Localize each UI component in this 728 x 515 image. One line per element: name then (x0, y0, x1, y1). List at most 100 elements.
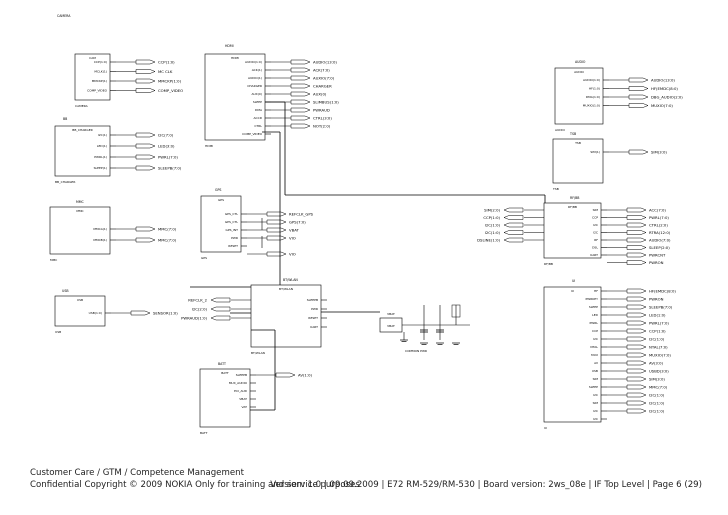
net-flag (135, 237, 156, 243)
block-box (54, 125, 111, 177)
net-label: DSLINE(1:0) (477, 238, 500, 243)
block-b6 (49, 206, 111, 255)
block-ref: UI (544, 426, 547, 430)
net-flag (628, 77, 649, 83)
block-box (543, 202, 602, 259)
pin-label: CCP(1:0) (94, 60, 107, 64)
block-title: BT/WLAN (283, 278, 298, 282)
net-label: REFCLK_2 (188, 298, 207, 303)
net-flag (135, 154, 156, 160)
pin-label: UART (310, 325, 318, 329)
net-label: SLIMBUS(1:0) (313, 100, 339, 105)
net-label: SLEEPB(7:0) (158, 166, 182, 171)
block-subtitle: RF/BB (568, 205, 577, 209)
pin-label: AUDIO(1:0) (583, 78, 600, 82)
block-b12 (543, 286, 602, 423)
block-box (49, 206, 111, 255)
net-label: SIM(2:0) (484, 208, 500, 213)
net-label: CTRL(3:0) (313, 116, 332, 121)
net-flag (135, 69, 156, 74)
net-label: I2C(1:0) (649, 337, 665, 342)
pin-label: PWRL(1) (94, 155, 107, 159)
net-flag (626, 252, 647, 258)
block-title: MMC (76, 200, 85, 204)
block-title: UI (572, 279, 575, 283)
net-label: CCP(1:0) (158, 60, 175, 65)
net-flag (626, 207, 647, 213)
net-label: DBG_AUDIO(2:0) (651, 95, 683, 100)
net-flag (290, 115, 311, 121)
net-flag (135, 59, 156, 65)
net-flag (290, 59, 311, 65)
pin-label: VBAT (239, 397, 247, 401)
net-flag (626, 304, 647, 310)
pin-label: RF (594, 238, 598, 242)
pin-label: MMCB(1) (93, 238, 107, 242)
net-label: PWRCNT (649, 253, 666, 258)
pin-label: GPS_INT (226, 228, 239, 232)
pin-label: CHARGER (247, 84, 262, 88)
net-label: VIO (289, 252, 296, 257)
block-box (250, 284, 322, 348)
net-label: MMC(7:0) (158, 227, 177, 232)
pin-label: ECI_AUD (234, 389, 248, 393)
net-label: SIM(3:0) (649, 377, 665, 382)
pin-label: VAT (241, 405, 247, 409)
block-title: BATT (218, 362, 226, 366)
net-label: MMC(7:0) (158, 238, 177, 243)
block-box (204, 53, 266, 141)
net-flag (135, 132, 156, 138)
pin-label: LED(1) (97, 144, 107, 148)
pin-label: I2C (593, 417, 598, 421)
block-subtitle: USB (77, 298, 83, 302)
pin-label: DMA (255, 108, 263, 112)
net-flag (626, 360, 647, 366)
pin-label: ACCD (254, 116, 263, 120)
pin-label: AV (594, 361, 599, 365)
pin-label: CCP (592, 216, 598, 220)
net-label: I2C(1:0) (485, 223, 501, 228)
net-label: PWRAUD(1:0) (181, 316, 207, 321)
net-flag (628, 94, 649, 100)
footer-line1: Customer Care / GTM / Competence Managem… (30, 468, 244, 478)
net-label: PWRON (649, 260, 664, 265)
block-box (200, 195, 242, 253)
net-label: SLEEPB(7:0) (649, 305, 673, 310)
pin-label: SIM (593, 208, 599, 212)
net-label: USBD(3:0) (649, 369, 669, 374)
net-flag (626, 215, 647, 220)
pin-label: USB (592, 369, 598, 373)
net-label: CCP(1:0) (649, 329, 666, 334)
net-label: AUXIO(7:0) (313, 76, 335, 81)
net-flag (626, 260, 647, 265)
net-label: NTAL(7:0) (649, 345, 668, 350)
net-flag (626, 392, 647, 398)
net-flag (290, 123, 311, 129)
net-flag (626, 245, 647, 250)
net-flag (626, 352, 647, 358)
net-flag (503, 230, 524, 235)
block-ref: USB (55, 330, 61, 334)
pin-label: SIM (593, 377, 599, 381)
net-label: SIM(3:0) (651, 150, 667, 155)
pin-label: LED (592, 313, 599, 317)
pin-label: HF(1:0) (589, 87, 600, 91)
net-flag (135, 165, 156, 171)
block-subtitle: GPS (218, 198, 224, 202)
block-b11 (199, 368, 251, 428)
net-flag (130, 310, 151, 316)
net-flag (266, 235, 287, 241)
block-subtitle: MMC (76, 209, 83, 213)
net-flag (290, 107, 311, 113)
pin-label: RESET (308, 316, 318, 320)
pin-label: PWR (311, 307, 318, 311)
net-flag (290, 67, 311, 73)
pin-label: SLEEPB (307, 298, 318, 302)
block-ref: RF/BB (544, 262, 553, 266)
net-label: CCP(1:0) (483, 215, 500, 220)
block-title: AUDIO (575, 60, 586, 64)
block-box (543, 286, 602, 423)
net-label: ACC(7:0) (649, 208, 666, 213)
net-flag (266, 227, 287, 233)
net-label: PWRON (649, 297, 664, 302)
